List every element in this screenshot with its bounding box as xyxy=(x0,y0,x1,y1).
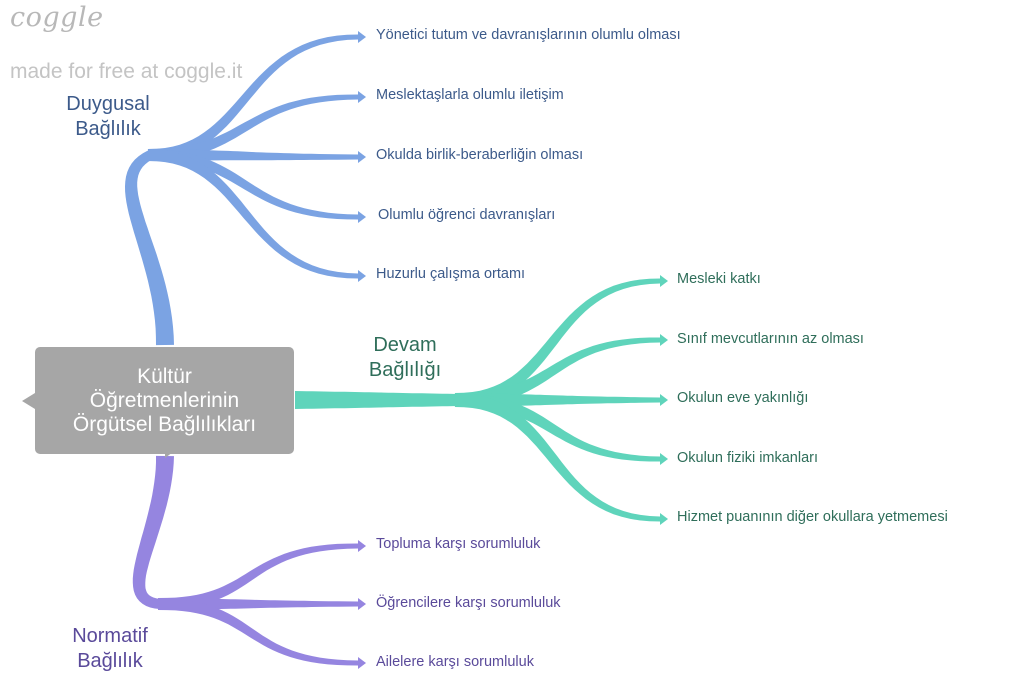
connector-devam-leaf-1 xyxy=(454,278,660,407)
arrow-duygusal-2 xyxy=(358,91,366,103)
leaf-devam-3[interactable]: Okulun eve yakınlığı xyxy=(677,390,809,406)
leaf-devam-5[interactable]: Hizmet puanının diğer okullara yetmemesi xyxy=(677,509,948,525)
leaf-duygusal-5[interactable]: Huzurlu çalışma ortamı xyxy=(376,266,526,282)
arrow-duygusal-1 xyxy=(358,31,366,43)
arrow-normatif-1 xyxy=(358,540,366,552)
connectors xyxy=(125,31,668,669)
root-label: Kültür Öğretmenlerinin Örgütsel Bağlılık… xyxy=(72,364,257,436)
branch-devam-label[interactable]: Devam Bağlılığı xyxy=(368,334,442,381)
coggle-logo: coggle xyxy=(10,2,104,33)
leaf-duygusal-1[interactable]: Yönetici tutum ve davranışlarının olumlu… xyxy=(376,27,681,43)
coggle-watermark: made for free at coggle.it xyxy=(10,60,243,83)
connector-duygusal-leaf-5 xyxy=(147,149,358,279)
connector-devam-leaf-2 xyxy=(455,337,660,407)
arrow-devam-4 xyxy=(660,453,668,465)
leaf-devam-4[interactable]: Okulun fiziki imkanları xyxy=(677,450,819,466)
connector-duygusal-leaf-2 xyxy=(148,94,358,161)
leaf-duygusal-2[interactable]: Meslektaşlarla olumlu iletişim xyxy=(376,87,564,103)
connector-normatif-leaf-3 xyxy=(158,598,358,666)
connector-normatif-leaf-1 xyxy=(158,543,358,610)
connector-root-devam xyxy=(295,391,458,409)
branch-normatif-label[interactable]: Normatif Bağlılık xyxy=(72,625,148,672)
arrow-normatif-3 xyxy=(358,657,366,669)
leaf-duygusal-4[interactable]: Olumlu öğrenci davranışları xyxy=(378,207,556,223)
leaf-normatif-1[interactable]: Topluma karşı sorumluluk xyxy=(376,536,541,552)
connector-root-duygusal xyxy=(125,150,174,346)
arrow-devam-5 xyxy=(660,513,668,525)
branch-duygusal-label[interactable]: Duygusal Bağlılık xyxy=(66,93,150,140)
arrow-duygusal-3 xyxy=(358,151,366,163)
arrow-devam-1 xyxy=(660,275,668,287)
arrow-normatif-2 xyxy=(358,598,366,610)
leaf-devam-2[interactable]: Sınıf mevcutlarının az olması xyxy=(677,331,864,347)
leaf-normatif-2[interactable]: Öğrencilere karşı sorumluluk xyxy=(376,595,561,611)
leaf-normatif-3[interactable]: Ailelere karşı sorumluluk xyxy=(376,654,534,670)
connector-devam-leaf-5 xyxy=(454,393,660,522)
connector-root-normatif xyxy=(132,455,174,609)
arrow-devam-3 xyxy=(660,394,668,406)
root-node[interactable]: Kültür Öğretmenlerinin Örgütsel Bağlılık… xyxy=(22,347,294,454)
arrow-devam-2 xyxy=(660,334,668,346)
leaf-duygusal-3[interactable]: Okulda birlik-beraberliğin olması xyxy=(376,147,584,163)
arrow-duygusal-4 xyxy=(358,211,366,223)
arrow-duygusal-5 xyxy=(358,270,366,282)
leaf-devam-1[interactable]: Mesleki katkı xyxy=(677,271,761,287)
